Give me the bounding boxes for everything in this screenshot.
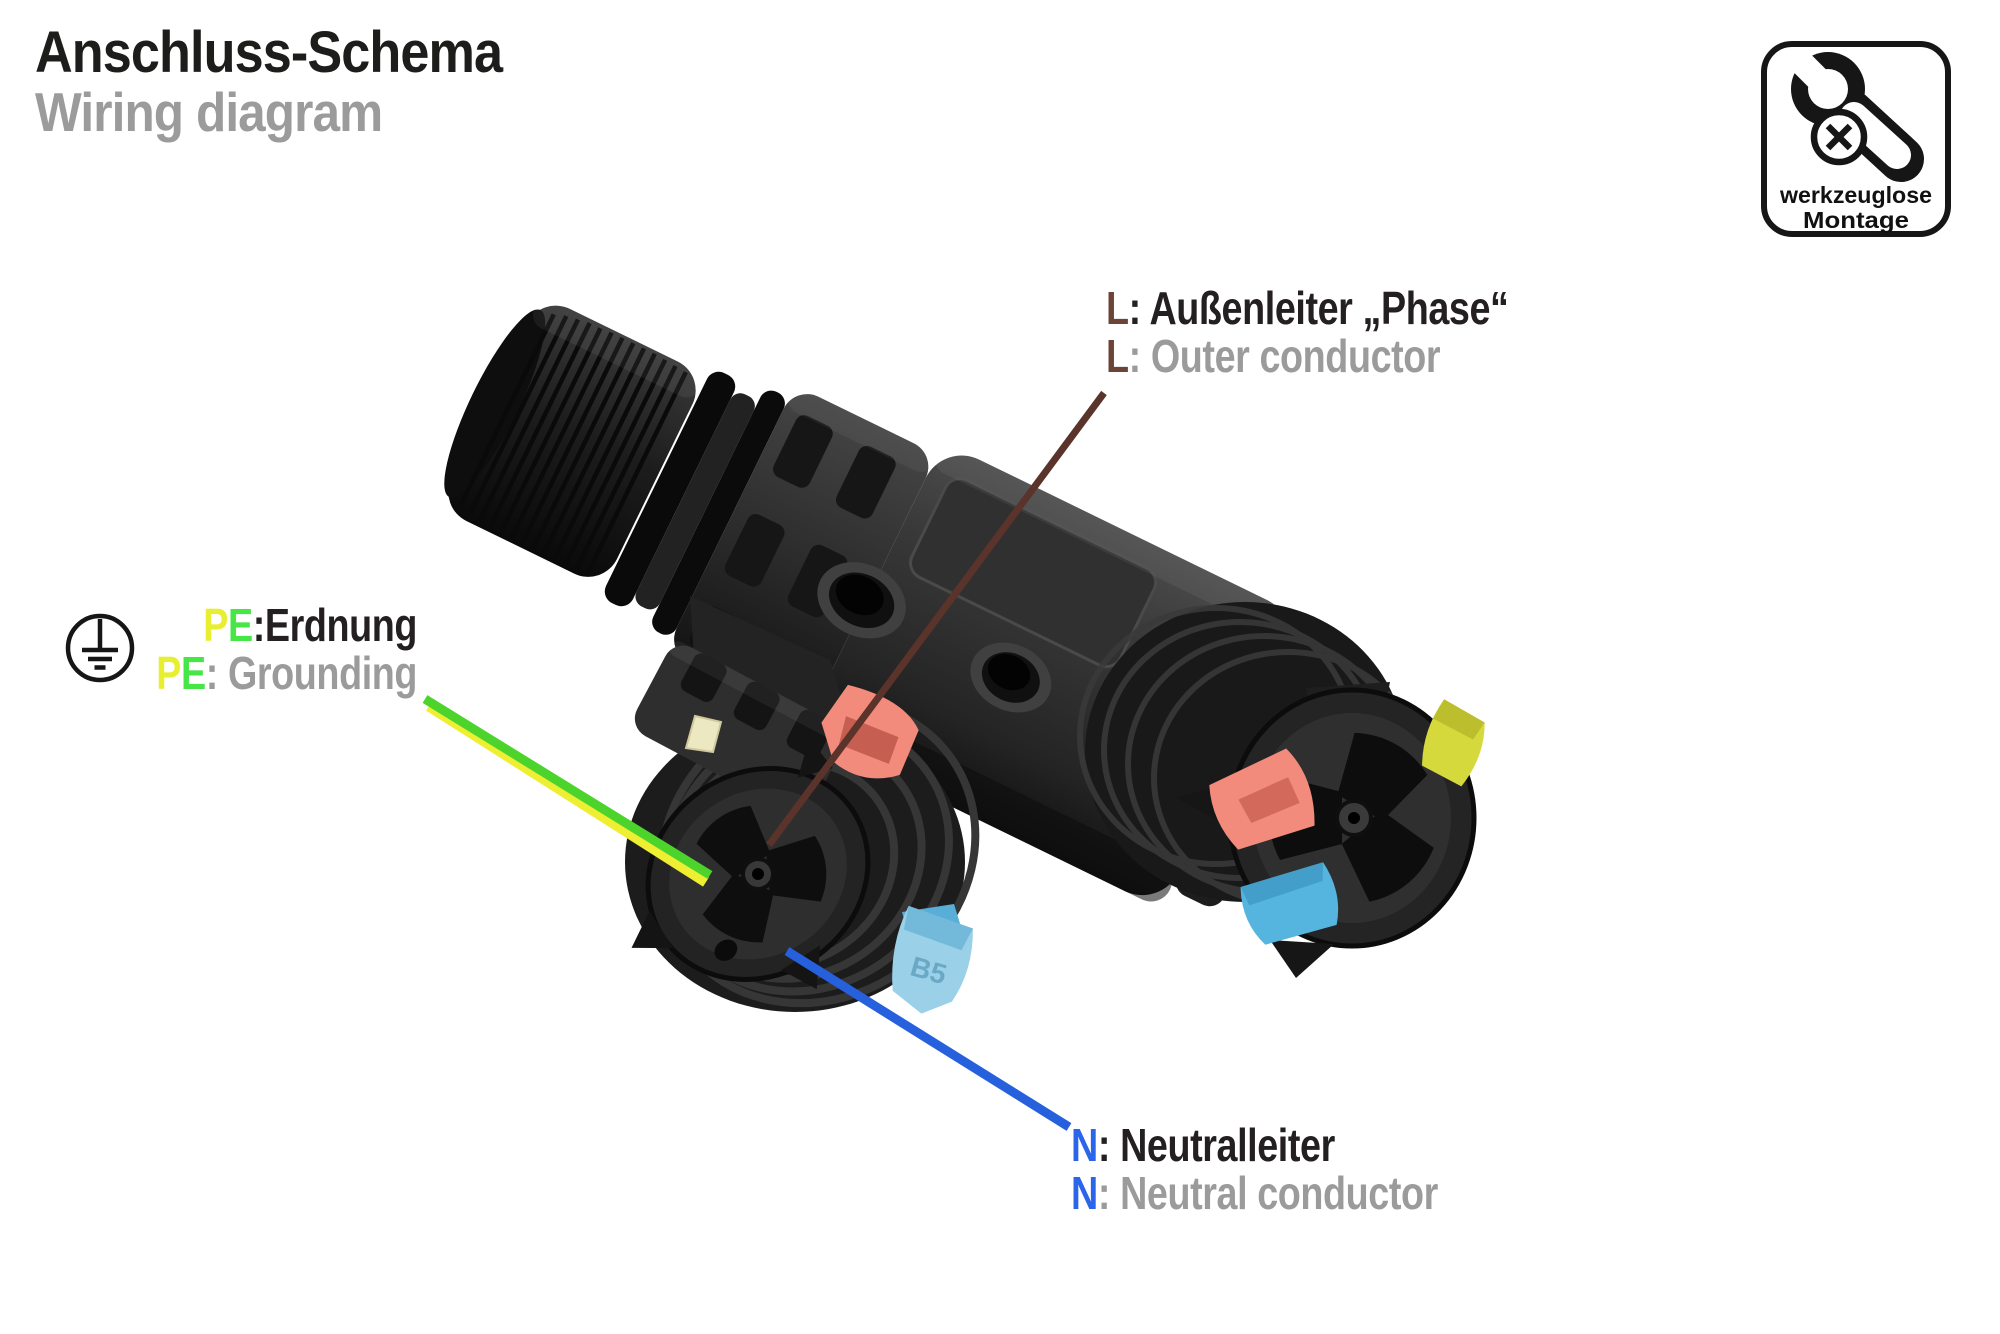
label-pe-letter-e-de: E — [227, 599, 253, 651]
label-l-letter-en: L — [1106, 330, 1129, 382]
pe-clip-bottom — [684, 714, 723, 754]
body-label-panel — [909, 477, 1158, 669]
label-pe-de: PE:Erdnung — [156, 601, 417, 649]
gloss-ring-1 — [604, 371, 736, 607]
label-l-en-text: : Outer conductor — [1128, 330, 1441, 382]
label-pe: PE:Erdnung PE: Grounding — [156, 601, 417, 697]
spacer-ring — [635, 393, 755, 610]
page-subtitle: Wiring diagram — [35, 81, 383, 143]
page-title: Anschluss-Schema — [35, 20, 503, 85]
label-n-en: N: Neutral conductor — [1071, 1169, 1438, 1217]
label-pe-letter-e-en: E — [180, 647, 206, 699]
label-l-letter-de: L — [1106, 282, 1129, 334]
earth-ground-icon — [65, 613, 135, 683]
label-n-en-text: : Neutral conductor — [1097, 1167, 1439, 1219]
label-pe-letter-p-en: P — [156, 647, 181, 699]
n-clip-bottom: B5 — [892, 905, 973, 1014]
label-n-letter-en: N — [1071, 1167, 1098, 1219]
badge-text-line1: werkzeuglose — [1779, 182, 1932, 208]
label-n-de-text: : Neutralleiter — [1097, 1119, 1335, 1171]
pe-lever-right — [1422, 699, 1485, 787]
label-pe-letter-p-de: P — [203, 599, 228, 651]
l-lever-right — [1209, 748, 1315, 850]
screw-hole-2 — [970, 642, 1052, 713]
wire-pe-yellow — [426, 701, 709, 887]
label-n-de: N: Neutralleiter — [1071, 1121, 1438, 1169]
label-n: N: Neutralleiter N: Neutral conductor — [1071, 1121, 1438, 1217]
label-n-letter-de: N — [1071, 1119, 1098, 1171]
bottom-outlet: B5 — [625, 596, 980, 1014]
wrench-crossed-out-icon — [1790, 51, 1924, 182]
label-l-en: L: Outer conductor — [1106, 332, 1509, 380]
label-pe-en-text: : Grounding — [205, 647, 418, 699]
label-l-de-text: : Außenleiter „Phase“ — [1128, 282, 1509, 334]
label-l-de: L: Außenleiter „Phase“ — [1106, 284, 1509, 332]
n-lever-right — [1240, 862, 1339, 945]
wire-n-neutral — [784, 947, 1072, 1131]
label-pe-de-text: :Erdnung — [252, 599, 418, 651]
wire-l-phase — [766, 390, 1107, 848]
annotation-wires — [422, 390, 1107, 1131]
wire-pe-green — [422, 695, 713, 879]
page-header: Anschluss-Schema Wiring diagram — [35, 20, 503, 143]
right-outlet — [1077, 602, 1485, 978]
cable-gland — [444, 299, 702, 577]
gland-ribs — [458, 313, 688, 575]
bottom-face — [631, 738, 871, 990]
label-l: L: Außenleiter „Phase“ L: Outer conducto… — [1106, 284, 1509, 380]
badge-text-line2: Montage — [1803, 207, 1909, 233]
screw-hole-1 — [817, 562, 906, 639]
gloss-ring-2 — [652, 390, 785, 635]
tool-free-badge: werkzeuglose Montage — [1761, 41, 1951, 237]
label-pe-en: PE: Grounding — [156, 649, 417, 697]
